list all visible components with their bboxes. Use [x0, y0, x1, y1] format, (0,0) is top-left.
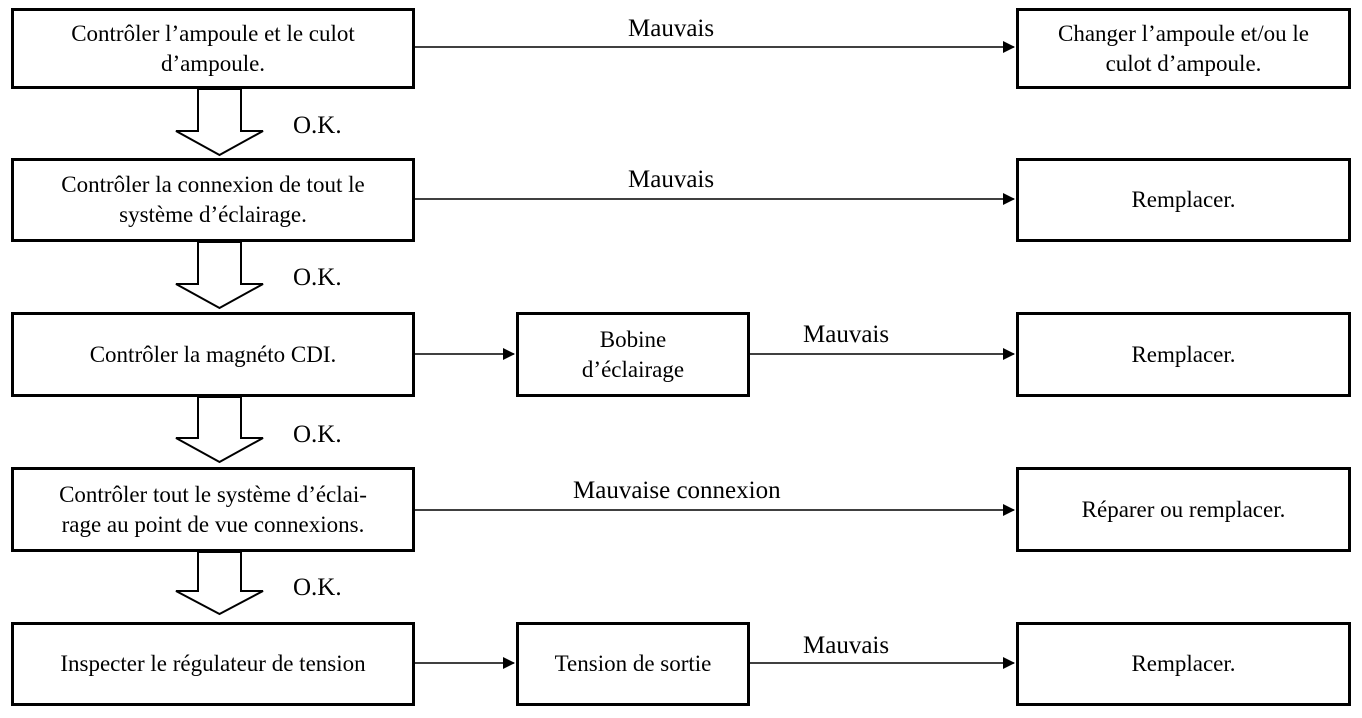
ok-down-arrow-3: [175, 396, 264, 464]
check-box-wiring: Contrôler tout le système d’éclai-rage a…: [11, 467, 415, 552]
ok-label-2: O.K.: [293, 264, 342, 291]
result-box-wiring: Réparer ou remplacer.: [1016, 467, 1351, 552]
result-text-line2: culot d’ampoule.: [1105, 50, 1262, 76]
check-text-line1: Contrôler la connexion de tout le: [61, 172, 365, 197]
result-box-bulb: Changer l’ampoule et/ou le culot d’ampoul…: [1016, 8, 1351, 89]
mid-text-line2: d’éclairage: [581, 356, 685, 382]
result-text-line1: Changer l’ampoule et/ou le: [1057, 20, 1309, 46]
mid-box-lighting-coil: Bobine d’éclairage: [516, 312, 750, 397]
check-text-line1: Inspecter le régulateur de tension: [60, 651, 366, 676]
result-text: Remplacer.: [1131, 341, 1236, 367]
mid-text-line1: Bobine: [599, 326, 667, 352]
check-text-line1: Contrôler l’ampoule et le culot: [71, 20, 355, 46]
mid-box-output-voltage: Tension de sortie: [516, 622, 750, 706]
check-text-line2: d’ampoule.: [160, 50, 266, 76]
ok-down-arrow-1: [175, 88, 264, 157]
fault-label-regulator: Mauvais: [803, 632, 890, 659]
fault-label-connection: Mauvais: [628, 166, 715, 193]
result-text: Remplacer.: [1131, 651, 1236, 676]
result-text: Remplacer.: [1131, 187, 1236, 212]
result-box-connection: Remplacer.: [1016, 158, 1351, 242]
ok-down-arrow-4: [175, 551, 264, 616]
check-text-line2: rage au point de vue connexions.: [61, 511, 365, 537]
fault-label-wiring: Mauvaise connexion: [573, 477, 781, 504]
check-box-bulb: Contrôler l’ampoule et le culot d’ampoule…: [11, 8, 415, 89]
check-text-line1: Contrôler la magnéto CDI.: [89, 341, 337, 367]
result-text: Réparer ou remplacer.: [1081, 496, 1286, 522]
check-text-line1: Contrôler tout le système d’éclai-: [59, 481, 367, 507]
fault-label-cdi: Mauvais: [803, 321, 890, 348]
result-box-regulator: Remplacer.: [1016, 622, 1351, 706]
mid-text-line1: Tension de sortie: [554, 651, 712, 676]
result-box-cdi: Remplacer.: [1016, 312, 1351, 397]
check-box-regulator: Inspecter le régulateur de tension: [11, 622, 415, 706]
ok-label-3: O.K.: [293, 421, 342, 448]
check-box-connection: Contrôler la connexion de tout le système…: [11, 158, 415, 242]
ok-down-arrow-2: [175, 241, 264, 310]
check-text-line2: système d’éclairage.: [119, 202, 307, 227]
ok-label-4: O.K.: [293, 574, 342, 601]
fault-label-bulb: Mauvais: [628, 15, 715, 42]
check-box-cdi: Contrôler la magnéto CDI.: [11, 312, 415, 397]
ok-label-1: O.K.: [293, 112, 342, 139]
